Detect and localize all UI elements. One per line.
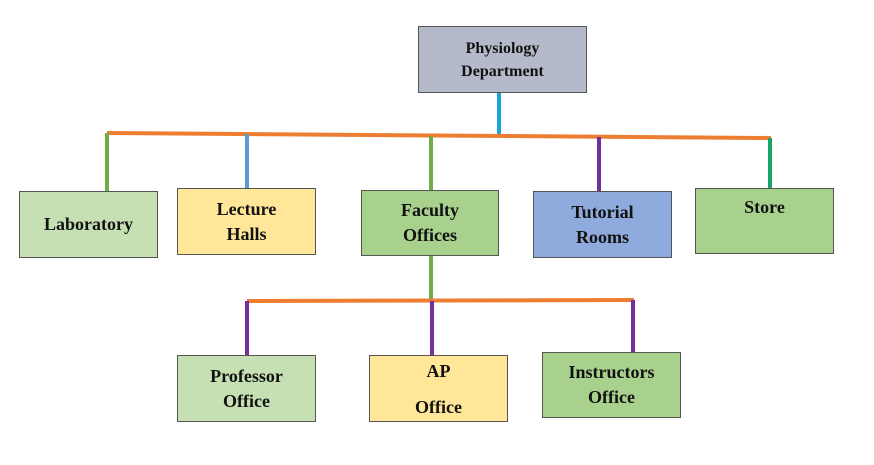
node-label: Faculty Offices	[401, 200, 459, 245]
node-store: Store	[695, 188, 834, 254]
node-professor-office: Professor Office	[177, 355, 316, 422]
node-label: Professor Office	[210, 365, 283, 411]
node-label: Physiology Department	[461, 39, 544, 80]
node-label: Laboratory	[44, 214, 133, 234]
node-label: Lecture Halls	[216, 198, 277, 244]
bus-second-level	[246, 298, 635, 303]
node-label: Tutorial Rooms	[571, 201, 634, 247]
node-ap-office: AP Office	[369, 355, 508, 422]
bus-top-level	[106, 131, 772, 140]
node-label: Store	[744, 197, 785, 217]
node-tutorial-rooms: Tutorial Rooms	[533, 191, 672, 258]
node-label: AP Office	[415, 360, 462, 417]
node-label: Instructors Office	[568, 362, 655, 407]
node-physiology-department: Physiology Department	[418, 26, 587, 93]
node-instructors-office: Instructors Office	[542, 352, 681, 418]
node-faculty-offices: Faculty Offices	[361, 190, 499, 256]
node-lecture-halls: Lecture Halls	[177, 188, 316, 255]
node-laboratory: Laboratory	[19, 191, 158, 258]
